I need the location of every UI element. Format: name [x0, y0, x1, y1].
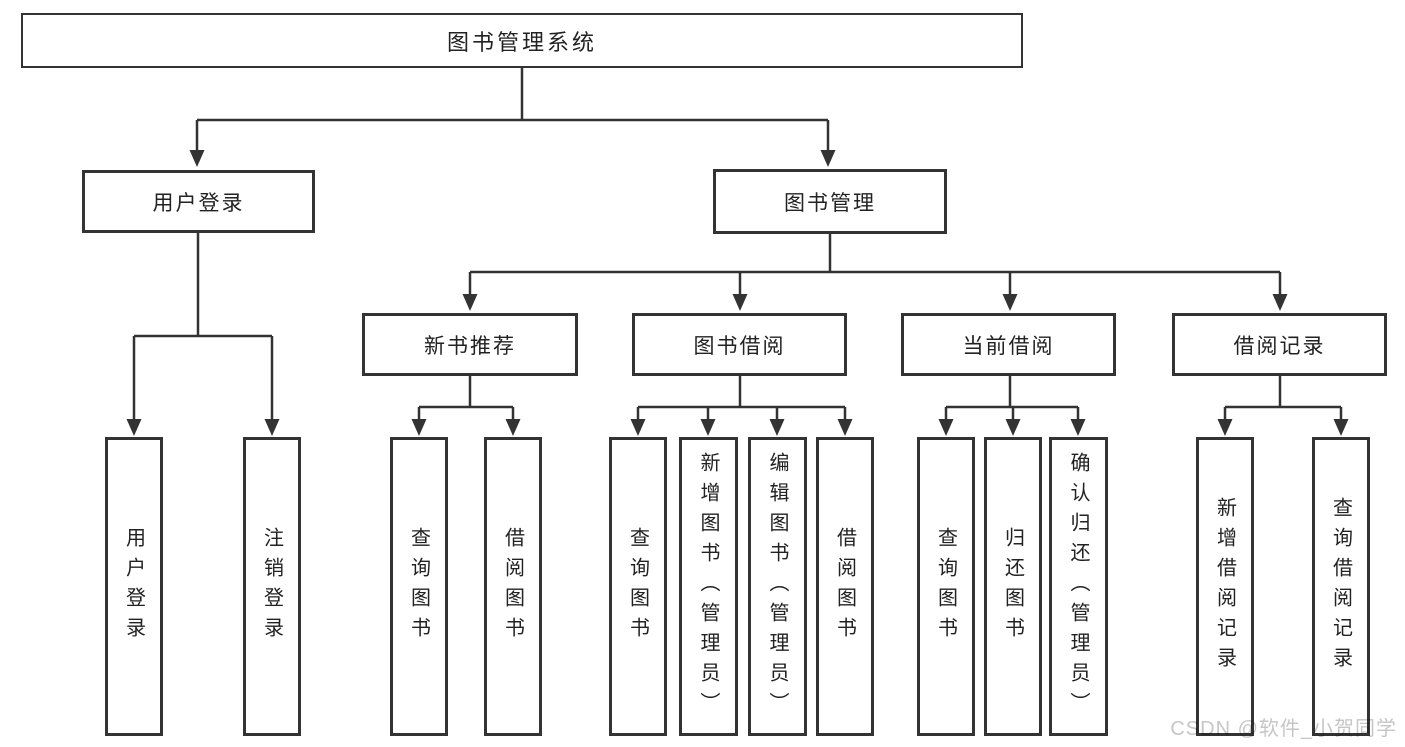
leaf-label: 归还图书	[1001, 526, 1024, 647]
node-branch-user-login: 用户登录	[82, 170, 315, 233]
arrowhead	[189, 150, 205, 167]
leaf-label: 注销登录	[260, 526, 283, 647]
node-root: 图书管理系统	[21, 13, 1023, 68]
arrowhead	[1002, 294, 1018, 311]
arrowhead	[769, 419, 785, 436]
node-module-new-books: 新书推荐	[362, 313, 578, 376]
node-label: 当前借阅	[962, 334, 1055, 358]
node-branch-book-management: 图书管理	[713, 169, 947, 234]
leaf-user-login: 用户登录	[105, 437, 163, 736]
leaf-query-books-borrow: 查询图书	[609, 437, 667, 736]
node-label: 图书管理	[784, 191, 876, 215]
leaf-logout: 注销登录	[243, 437, 301, 736]
leaf-query-borrow-record: 查询借阅记录	[1312, 437, 1370, 736]
arrowhead	[938, 419, 954, 436]
leaf-label: 查询借阅记录	[1329, 496, 1352, 677]
arrowhead	[1005, 419, 1021, 436]
leaf-label: 用户登录	[122, 526, 145, 647]
node-label: 新书推荐	[424, 334, 516, 358]
leaf-borrow-books-newbooks: 借阅图书	[484, 437, 542, 736]
leaf-label: 借阅图书	[501, 526, 524, 647]
node-module-current-borrow: 当前借阅	[901, 313, 1116, 376]
leaf-confirm-return-admin: 确认归还（管理员）	[1049, 437, 1108, 736]
arrowhead	[1217, 419, 1233, 436]
leaf-add-books-admin: 新增图书（管理员）	[679, 437, 738, 736]
node-module-book-borrow: 图书借阅	[632, 313, 847, 376]
arrowhead	[126, 419, 142, 436]
leaf-label: 查询图书	[407, 526, 430, 647]
leaf-label: 查询图书	[934, 526, 957, 647]
leaf-label: 确认归还（管理员）	[1067, 451, 1089, 722]
arrowhead	[820, 150, 836, 167]
arrowhead	[630, 419, 646, 436]
leaf-edit-books-admin: 编辑图书（管理员）	[748, 437, 807, 736]
leaf-label: 借阅图书	[833, 526, 856, 647]
node-root-label: 图书管理系统	[446, 29, 597, 55]
arrowhead	[462, 294, 478, 311]
leaf-label: 新增借阅记录	[1213, 496, 1236, 677]
arrowhead	[700, 419, 716, 436]
node-label: 借阅记录	[1233, 334, 1326, 358]
arrowhead-group	[126, 150, 1349, 436]
arrowhead	[505, 419, 521, 436]
arrowhead	[411, 419, 427, 436]
leaf-query-books-current: 查询图书	[917, 437, 975, 736]
leaf-add-borrow-record: 新增借阅记录	[1196, 437, 1254, 736]
node-module-borrow-records: 借阅记录	[1172, 313, 1387, 376]
arrowhead	[1070, 419, 1086, 436]
arrowhead	[732, 294, 748, 311]
arrowhead	[837, 419, 853, 436]
leaf-borrow-books: 借阅图书	[816, 437, 874, 736]
leaf-label: 查询图书	[626, 526, 649, 647]
leaf-label: 新增图书（管理员）	[697, 451, 719, 722]
arrowhead	[1272, 294, 1288, 311]
node-label: 图书借阅	[693, 334, 786, 358]
leaf-label: 编辑图书（管理员）	[766, 451, 788, 722]
arrowhead	[1333, 419, 1349, 436]
arrowhead	[264, 419, 280, 436]
node-label: 用户登录	[152, 191, 245, 215]
leaf-return-books: 归还图书	[984, 437, 1042, 736]
leaf-query-books-newbooks: 查询图书	[390, 437, 448, 736]
connector-paths	[132, 68, 1343, 421]
